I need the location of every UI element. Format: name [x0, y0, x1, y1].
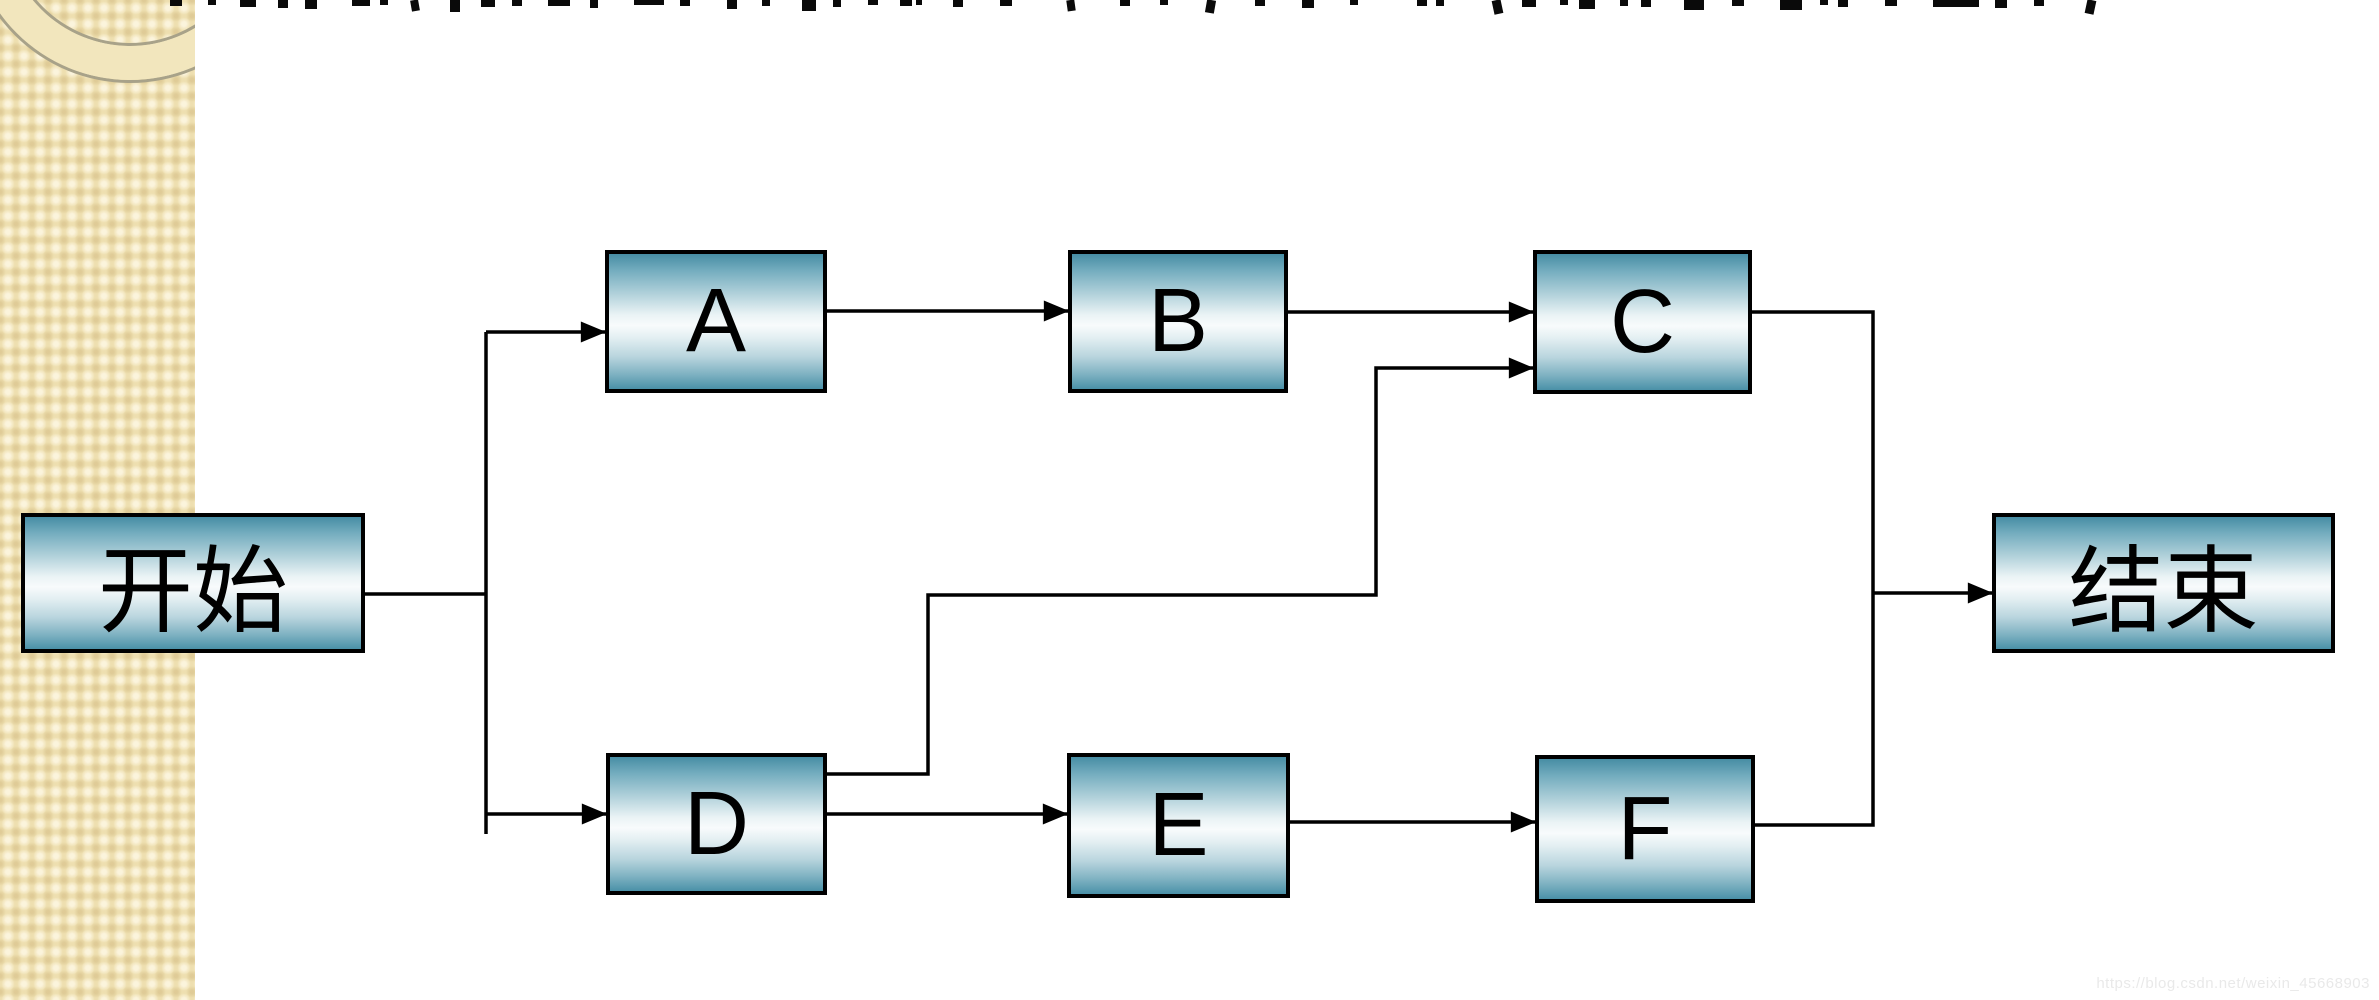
title-fragment	[170, 0, 182, 6]
title-fragment	[1436, 0, 1444, 6]
title-fragment	[1255, 0, 1265, 6]
title-fragment	[1732, 0, 1744, 6]
title-fragment	[208, 0, 216, 5]
title-fragment	[1620, 0, 1628, 6]
title-fragment	[305, 0, 317, 9]
title-fragment	[2034, 0, 2044, 6]
node-A: A	[605, 250, 827, 393]
node-end: 结束	[1992, 513, 2335, 653]
edge-D-C	[827, 357, 1535, 776]
title-fragment	[1641, 0, 1651, 7]
title-fragment	[868, 0, 878, 5]
edge-F-merge	[1755, 593, 1875, 827]
title-fragment	[1417, 0, 1427, 6]
title-fragment	[590, 0, 598, 8]
title-fragment	[802, 0, 816, 11]
title-fragment	[450, 0, 460, 12]
title-fragment	[1522, 0, 1536, 7]
title-fragment	[1579, 0, 1595, 9]
title-fragment	[548, 0, 570, 6]
title-fragment	[380, 0, 388, 5]
title-fragment	[680, 0, 690, 6]
title-fragment	[762, 0, 770, 6]
title-fragment	[1933, 0, 1979, 7]
title-fragment	[916, 0, 922, 5]
title-fragment	[1838, 0, 1848, 7]
node-E: E	[1067, 753, 1290, 898]
title-fragment	[1350, 0, 1358, 5]
title-fragment	[352, 0, 370, 6]
title-fragment	[1780, 0, 1802, 10]
title-fragment	[1684, 0, 1704, 10]
node-C: C	[1533, 250, 1752, 394]
sidebar-texture-strip	[0, 0, 195, 1000]
node-D: D	[606, 753, 827, 895]
title-fragment	[1160, 0, 1168, 5]
title-fragment	[278, 0, 288, 8]
title-fragment	[240, 0, 256, 7]
node-B: B	[1068, 250, 1288, 393]
title-fragment	[1820, 0, 1828, 5]
title-fragment	[900, 0, 912, 6]
title-fragment	[953, 0, 963, 7]
title-fragment	[1302, 0, 1314, 8]
title-fragment	[512, 0, 522, 6]
title-fragment	[634, 0, 664, 5]
title-fragment	[1120, 0, 1130, 6]
node-start: 开始	[21, 513, 365, 653]
title-fragment	[833, 0, 841, 7]
watermark-url: https://blog.csdn.net/weixin_45668903	[2096, 975, 2370, 992]
node-F: F	[1535, 755, 1755, 903]
title-fragment	[727, 0, 737, 9]
title-fragment	[1995, 0, 2007, 8]
edge-C-merge	[1752, 310, 1875, 593]
title-fragment	[481, 0, 495, 7]
title-fragment	[1560, 0, 1568, 5]
title-fragment	[1000, 0, 1012, 6]
title-fragment	[1885, 0, 1897, 6]
